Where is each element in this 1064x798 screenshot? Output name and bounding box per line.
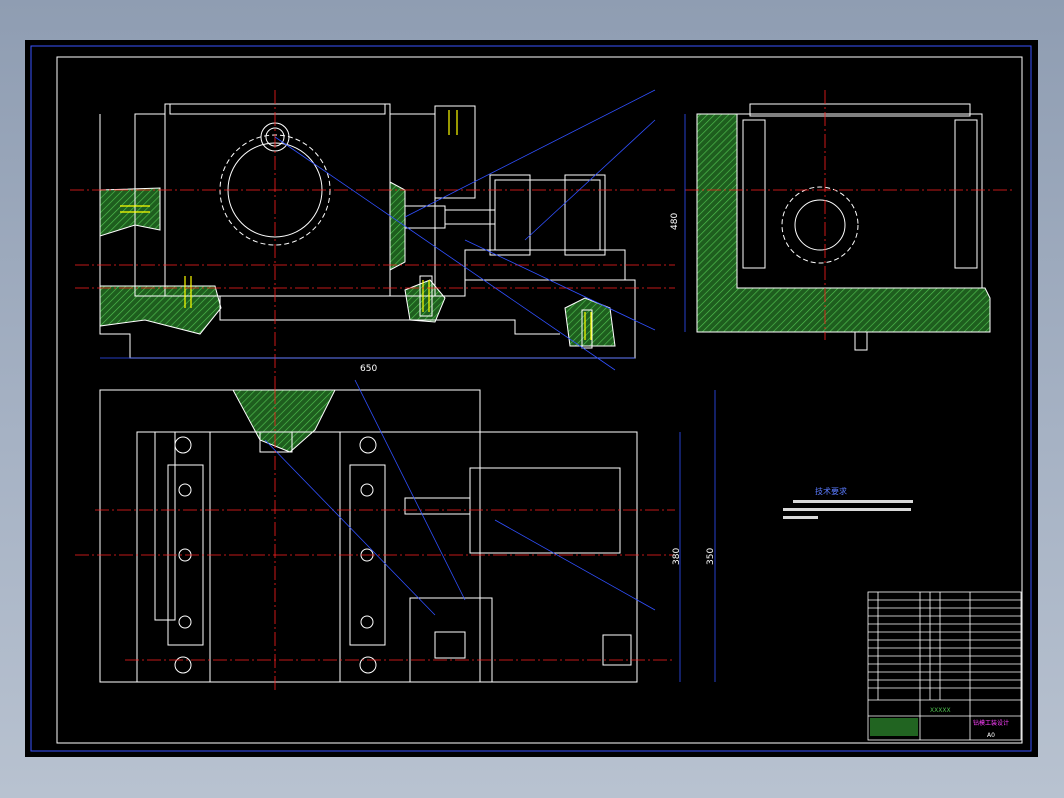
plan-strip-left xyxy=(154,431,176,621)
cad-canvas[interactable]: 650 480 380 350 技术要求 XXXXX 钻模工装设计 A0 xyxy=(25,40,1038,757)
technical-requirements: 技术要求 xyxy=(783,486,913,519)
outer-frame xyxy=(30,45,1032,752)
plan-plate xyxy=(136,431,638,683)
side-block xyxy=(736,113,983,289)
cylinder-body xyxy=(494,179,601,251)
column-left xyxy=(134,113,166,297)
title-block xyxy=(867,591,1022,741)
plan-screw-1 xyxy=(178,483,192,497)
dim-length-bottom: 650 xyxy=(360,364,377,374)
centerlines xyxy=(70,90,1015,690)
side-bore xyxy=(781,186,859,264)
post-upper xyxy=(434,105,476,199)
side-col-left xyxy=(742,119,766,269)
plan-hole-4 xyxy=(359,656,377,674)
inner-frame xyxy=(56,56,1023,744)
plan-bushing xyxy=(259,431,293,453)
plan-screw-6 xyxy=(360,615,374,629)
tech-req-line-2 xyxy=(783,508,911,511)
thread-marks xyxy=(120,110,592,340)
plan-screw-4 xyxy=(360,483,374,497)
hatch-base-left xyxy=(99,285,222,335)
right-screw xyxy=(581,309,593,349)
plan-drill-plate xyxy=(434,631,466,659)
side-lid xyxy=(749,103,971,117)
engineering-drawing: 650 480 380 350 技术要求 XXXXX 钻模工装设计 A0 xyxy=(30,45,1032,752)
hatch-right-stud xyxy=(564,297,616,347)
front-view xyxy=(99,103,636,359)
bracket-right xyxy=(389,113,436,297)
cylinder-cap-l xyxy=(489,174,531,256)
main-block xyxy=(164,103,391,297)
side-pin xyxy=(854,331,868,351)
plan-rod xyxy=(404,497,471,515)
plan-cylinder xyxy=(469,467,621,554)
plan-hole-1 xyxy=(174,436,192,454)
side-view xyxy=(696,103,991,351)
dim-right-height: 480 xyxy=(670,213,680,230)
dim-plan-outer: 350 xyxy=(706,548,716,565)
title-logo-strip xyxy=(870,718,918,736)
tech-req-line-3 xyxy=(783,516,818,519)
side-col-right xyxy=(954,119,978,269)
plan-slot-right xyxy=(602,634,632,666)
plan-hole-3 xyxy=(174,656,192,674)
plan-screw-3 xyxy=(178,615,192,629)
hatch-center-plate xyxy=(389,181,406,271)
tech-req-line-1 xyxy=(793,500,913,503)
piston-rod xyxy=(444,209,496,225)
cylinder-cap-r xyxy=(564,174,606,256)
hatch-plan-top xyxy=(232,389,336,453)
dimension-lines xyxy=(100,89,716,682)
title-company: XXXXX xyxy=(930,707,951,714)
side-bore-inner xyxy=(794,199,846,251)
top-lid xyxy=(169,103,386,115)
plan-hole-2 xyxy=(359,436,377,454)
dim-plan-inner: 380 xyxy=(672,548,682,565)
plan-view xyxy=(99,389,638,683)
title-sheet-size: A0 xyxy=(987,732,995,739)
lower-screw xyxy=(419,275,433,317)
title-drawing-name: 钻模工装设计 xyxy=(973,719,1009,727)
plan-small-block xyxy=(409,597,493,683)
rod-end xyxy=(404,205,446,229)
tech-req-title: 技术要求 xyxy=(815,486,847,496)
